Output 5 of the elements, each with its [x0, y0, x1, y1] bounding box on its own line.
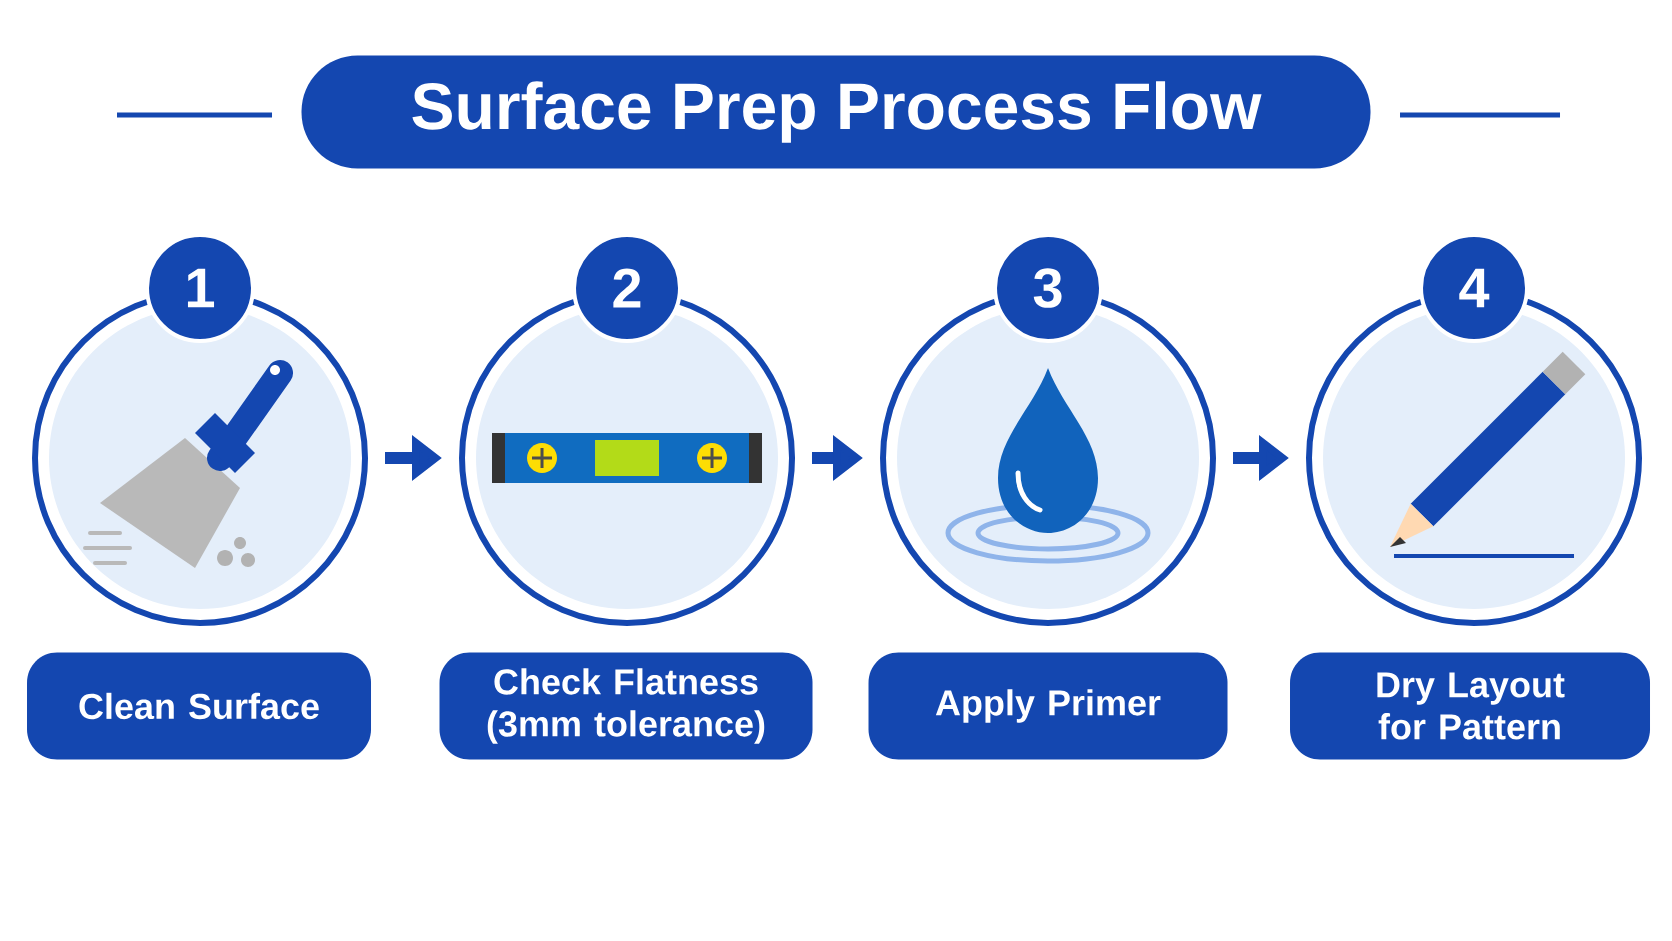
title-banner: Surface Prep Process Flow	[301, 55, 1371, 169]
step-label: Clean Surface	[27, 652, 371, 760]
step-label: Check Flatness (3mm tolerance)	[439, 652, 813, 760]
step-label: Dry Layout for Pattern	[1290, 652, 1650, 760]
step-label: Apply Primer	[868, 652, 1228, 760]
